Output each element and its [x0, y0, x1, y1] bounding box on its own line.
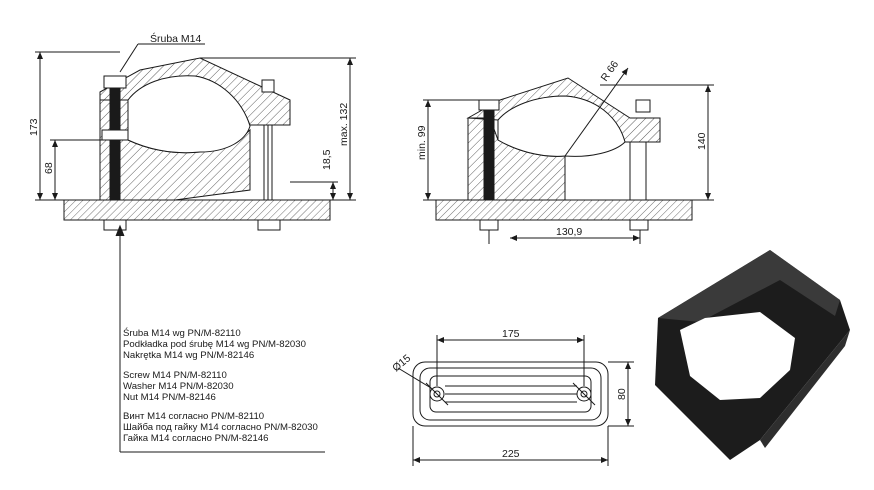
dim-base-length: 225 [502, 448, 520, 460]
right-screw-shaft [483, 99, 495, 201]
note-line: Гайка M14 согласно PN/M-82146 [123, 433, 269, 445]
note-line: Podkładka pod śrubę M14 wg PN/M-82030 [123, 339, 306, 351]
note-line: Washer M14 PN/M-82030 [123, 381, 234, 393]
dim-gap: 18,5 [321, 149, 333, 170]
right-pipe-opening [497, 95, 626, 157]
note-line: Nut M14 PN/M-82146 [123, 392, 216, 404]
dim-min-height: min. 99 [416, 125, 428, 160]
dim-hole-diameter: Ø15 [390, 352, 413, 374]
top-view [397, 335, 634, 466]
note-english: Screw M14 PN/M-82110 Washer M14 PN/M-820… [123, 370, 234, 404]
dim-radius: R 66 [599, 59, 622, 84]
note-line: Screw M14 PN/M-82110 [123, 370, 227, 381]
hole-left [429, 386, 445, 402]
dim-lower-height: 68 [43, 162, 55, 174]
left-section-view [35, 43, 356, 453]
right-base-plate [435, 199, 693, 221]
dim-overall-height: 173 [28, 118, 40, 136]
left-pipe-opening [127, 75, 251, 154]
dim-screw-callout: Śruba M14 [150, 32, 202, 45]
note-russian: Винт M14 согласно PN/M-82110 Шайба под г… [123, 411, 318, 445]
note-line: Шайба под гайку M14 согласно PN/M-82030 [123, 422, 318, 434]
dimension-labels: Śruba M14 173 68 max. 132 18,5 min. 99 R… [28, 32, 708, 460]
note-line: Винт M14 согласно PN/M-82110 [123, 411, 265, 422]
right-section-view [423, 67, 714, 244]
top-view-outline [412, 361, 609, 427]
dim-base-width: 80 [616, 388, 628, 400]
left-base-plate [63, 199, 331, 221]
note-line: Nakrętka M14 wg PN/M-82146 [123, 350, 255, 362]
left-screw-washer [101, 129, 129, 141]
dim-side-height: 140 [696, 132, 708, 150]
dim-hole-offset: 130,9 [556, 226, 582, 238]
left-screw-nut-top [103, 75, 127, 89]
dim-max-height: max. 132 [338, 103, 350, 146]
hole-right [576, 386, 592, 402]
note-polish: Śruba M14 wg PN/M-82110 Podkładka pod śr… [123, 328, 306, 362]
dim-hole-spacing: 175 [502, 328, 520, 340]
left-screw-nut-bottom [103, 219, 127, 231]
product-3d-render [655, 250, 850, 460]
note-line: Śruba M14 wg PN/M-82110 [123, 328, 241, 339]
left-right-bolt [261, 79, 275, 93]
